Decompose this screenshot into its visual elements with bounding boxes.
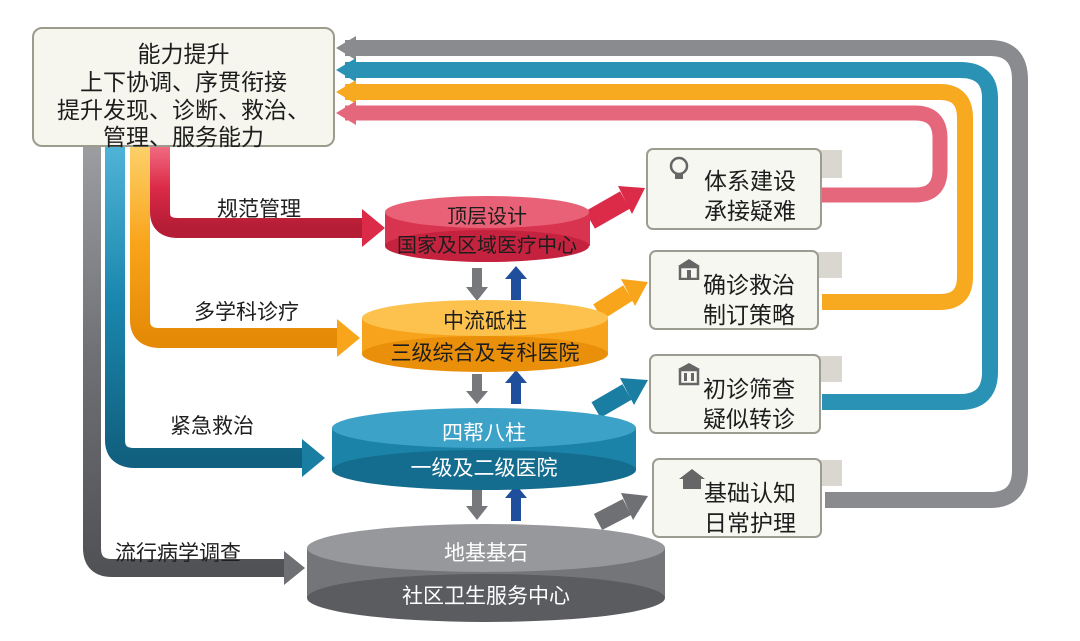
- tier-cylinder-4: [307, 524, 665, 622]
- teal-down-band: [105, 147, 305, 468]
- red-down-arrowhead: [362, 209, 385, 247]
- tier-3-title: 四帮八柱: [442, 421, 526, 445]
- teal-return-band: [345, 62, 998, 410]
- teal-return-arrowhead: [336, 58, 356, 82]
- role-1-line-1: 体系建设: [704, 169, 796, 195]
- tier-4-subtitle: 社区卫生服务中心: [402, 584, 570, 608]
- capability-box: 能力提升 上下协调、序贯衔接 提升发现、诊断、救治、 管理、服务能力: [32, 27, 335, 151]
- orange-return-arrowhead: [336, 80, 356, 104]
- orange-down-band: [130, 147, 340, 348]
- house-icon: [679, 469, 705, 489]
- gray-out-arrow: [593, 499, 632, 530]
- capability-title: 能力提升: [137, 42, 230, 68]
- capability-line-3: 提升发现、诊断、救治、: [57, 98, 310, 124]
- red-return-band: [345, 105, 948, 203]
- role-2-line-1: 确诊救治: [703, 273, 795, 299]
- role-4-line-2: 日常护理: [704, 511, 796, 537]
- role-2-line-2: 制订策略: [703, 303, 795, 329]
- role-card-4: 基础认知 日常护理: [652, 458, 822, 538]
- red-out-arrow: [585, 191, 630, 229]
- lightbulb-icon: [669, 156, 689, 179]
- tier-1-title: 顶层设计: [447, 204, 527, 228]
- role-card-1: 体系建设 承接疑难: [646, 148, 822, 230]
- orange-return-band: [345, 84, 973, 310]
- teal-down-arrowhead: [302, 439, 325, 477]
- capability-line-4: 管理、服务能力: [103, 125, 264, 151]
- gray-return-band: [345, 40, 1028, 508]
- role-card-3: 初诊筛查 疑似转诊: [649, 354, 821, 434]
- role-1-line-2: 承接疑难: [704, 199, 796, 225]
- red-down-band: [150, 147, 365, 238]
- tier-1-subtitle: 国家及区域医疗中心: [397, 233, 577, 257]
- role-3-line-2: 疑似转诊: [703, 407, 795, 433]
- flow-label-standard-management: 规范管理: [217, 197, 301, 221]
- orange-down-arrowhead: [337, 319, 360, 357]
- gray-return-arrowhead: [336, 36, 356, 60]
- red-return-arrowhead: [336, 101, 356, 125]
- clinic-icon: [678, 363, 700, 386]
- flow-label-epidemiology: 流行病学调查: [115, 541, 241, 565]
- gray-down-band: [83, 147, 288, 577]
- tier-arrows-2: [466, 370, 527, 404]
- tier-2-subtitle: 三级综合及专科医院: [390, 341, 580, 365]
- tier-cylinder-2: [362, 300, 608, 372]
- capability-line-2: 上下协调、序贯衔接: [80, 70, 287, 96]
- role-card-2: 确诊救治 制订策略: [649, 250, 819, 330]
- flow-label-emergency: 紧急救治: [170, 414, 254, 438]
- role-4-line-1: 基础认知: [704, 481, 796, 507]
- teal-out-arrow: [591, 384, 632, 418]
- tier-arrows-3: [466, 485, 527, 521]
- tier-4-title: 地基基石: [444, 541, 528, 565]
- hospital-icon: [678, 259, 700, 280]
- tier-2-title: 中流砥柱: [443, 309, 527, 333]
- gray-down-arrowhead: [284, 551, 305, 585]
- flow-label-multidisciplinary: 多学科诊疗: [194, 300, 299, 324]
- tier-arrows-1: [466, 266, 527, 301]
- tier-cylinder-3: [332, 408, 636, 490]
- orange-out-arrow: [593, 285, 633, 320]
- role-3-line-1: 初诊筛查: [703, 377, 795, 403]
- tier-cylinder-1: [385, 196, 590, 262]
- tier-3-subtitle: 一级及二级医院: [410, 456, 558, 480]
